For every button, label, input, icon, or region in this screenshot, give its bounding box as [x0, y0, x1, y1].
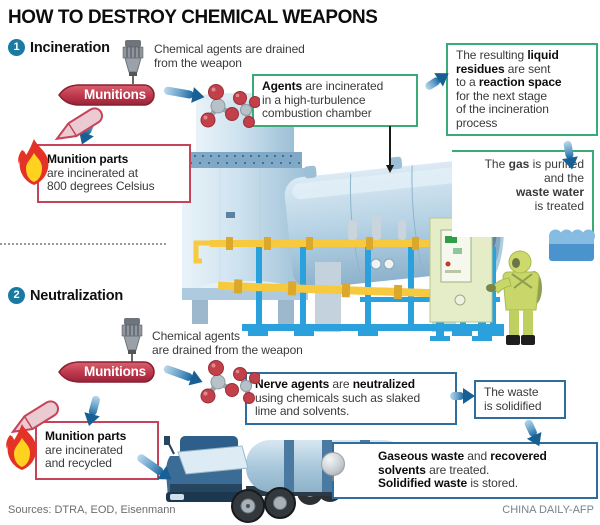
- section-1-heading: Incineration: [30, 40, 110, 56]
- pointer-line-kiln: [385, 126, 394, 173]
- water-icon: [549, 229, 595, 261]
- agents-box: Agents are incinerated in a high-turbule…: [252, 74, 418, 127]
- section-2-heading: Neutralization: [30, 288, 124, 304]
- drain-note-2: Chemical agents are drained from the wea…: [152, 329, 303, 357]
- waste-sphere-icon: [321, 452, 345, 481]
- section-1-number: 1: [8, 39, 25, 56]
- dotted-divider: [0, 243, 166, 245]
- pipes: [193, 216, 471, 305]
- flow-arrow-down-2: [87, 394, 101, 417]
- hazmat-worker-icon: [486, 250, 542, 345]
- empty-shell-icon: [54, 107, 103, 141]
- infographic-title: HOW TO DESTROY CHEMICAL WEAPONS: [8, 6, 378, 28]
- section-2-number: 2: [8, 287, 25, 304]
- gaseous-waste-box: Gaseous waste and recovered solvents are…: [332, 442, 598, 499]
- incinerator-plant-illustration: [182, 93, 542, 345]
- liquid-residues-box: The resulting liquid residues are sent t…: [446, 43, 598, 136]
- munitions-shell-1: Munitions: [57, 81, 163, 109]
- drain-valve-icon: [122, 40, 144, 84]
- munition-parts-box-1: Munition parts are incinerated at 800 de…: [37, 144, 191, 203]
- flow-arrow-to-waste-box: [450, 388, 475, 404]
- flame-icon: [6, 424, 37, 470]
- flame-icon: [18, 139, 49, 185]
- flow-arrow-munitions-to-agents-2: [162, 364, 194, 383]
- agency-credit: CHINA DAILY-AFP: [502, 504, 594, 516]
- molecule-icon: [200, 84, 260, 128]
- munitions-shell-icon: [58, 84, 155, 106]
- empty-shell-icon: [10, 400, 59, 434]
- nerve-agents-box: Nerve agents are neutralized using chemi…: [245, 372, 457, 425]
- munitions-shell-icon: [58, 361, 155, 383]
- molecule-icon: [200, 360, 260, 404]
- sources-note: Sources: DTRA, EOD, Eisenmann: [8, 504, 176, 516]
- munitions-label-1: Munitions: [84, 87, 146, 102]
- drain-valve-icon: [121, 318, 143, 362]
- flow-arrow-to-gaseous-box: [523, 418, 539, 439]
- munitions-shell-2: Munitions: [57, 358, 163, 386]
- waste-solidified-box: The waste is solidified: [474, 380, 566, 419]
- gas-note: The gas is purified and the waste water …: [452, 150, 594, 237]
- munitions-label-2: Munitions: [84, 364, 146, 379]
- flow-arrow-to-liquid-box: [423, 75, 442, 92]
- drain-note-1: Chemical agents are drained from the wea…: [154, 42, 305, 70]
